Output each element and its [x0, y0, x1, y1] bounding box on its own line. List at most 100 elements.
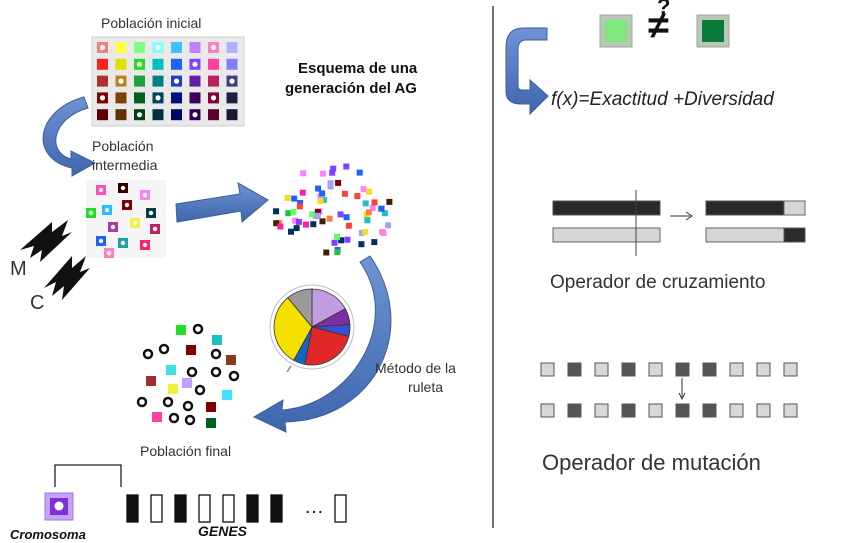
fitness-not-equal-sign: ≠ — [648, 5, 669, 47]
individual-marker — [155, 95, 161, 101]
population-individual — [386, 198, 393, 205]
population-individual — [171, 109, 182, 121]
mutation-gene — [540, 362, 555, 377]
population-individual — [284, 194, 291, 201]
population-individual — [97, 109, 108, 121]
individual-marker — [120, 185, 126, 191]
individual-marker — [110, 224, 116, 230]
crossover-letter: C — [30, 292, 45, 314]
population-individual — [358, 241, 365, 248]
population-individual — [136, 396, 148, 408]
mutation-arrow-head — [678, 392, 686, 401]
individual-marker — [142, 192, 148, 198]
population-individual — [365, 209, 372, 216]
population-individual — [380, 230, 387, 237]
population-individual — [319, 218, 326, 225]
gene — [174, 494, 187, 523]
crossover-operator-diagram — [552, 190, 806, 256]
mutation-gene — [648, 403, 663, 418]
population-individual — [152, 412, 162, 422]
individual-marker — [132, 220, 138, 226]
population-individual — [206, 418, 216, 428]
population-individual — [290, 208, 297, 215]
population-individual — [297, 200, 304, 206]
population-individual — [273, 208, 280, 215]
mutation-gene — [567, 403, 582, 418]
population-individual — [186, 345, 196, 355]
population-individual — [222, 390, 232, 400]
initial-population-label: Población inicial — [101, 15, 202, 31]
gene — [246, 494, 259, 523]
roulette-wheel — [269, 284, 355, 370]
individual-marker — [155, 44, 161, 51]
crossover-parent-1 — [552, 200, 661, 216]
population-individual — [319, 190, 326, 197]
population-individual — [97, 58, 108, 70]
mutation-gene — [621, 362, 636, 377]
population-individual — [334, 249, 341, 256]
population-individual — [343, 163, 350, 170]
population-individual — [330, 165, 337, 172]
population-individual — [285, 210, 292, 217]
initial-population-grid — [91, 36, 245, 127]
mutation-letter: M — [10, 258, 27, 280]
genes-ellipsis: … — [304, 496, 324, 518]
population-individual — [291, 195, 298, 202]
fitness-loop-arrow — [505, 27, 549, 116]
population-individual — [327, 180, 334, 187]
population-individual — [226, 58, 238, 70]
population-individual — [300, 170, 307, 177]
mutation-gene — [783, 362, 798, 377]
mutation-genes-before — [540, 362, 798, 377]
population-individual — [362, 228, 368, 235]
mutation-gene — [648, 362, 663, 377]
population-individual — [320, 170, 327, 177]
individual-marker — [88, 210, 94, 216]
mutation-gene — [621, 403, 636, 418]
population-individual — [142, 348, 154, 360]
population-individual — [371, 239, 378, 246]
population-individual — [182, 400, 194, 412]
individual-marker — [142, 242, 148, 248]
population-individual — [168, 412, 180, 424]
population-individual — [273, 220, 280, 227]
population-individual — [115, 92, 127, 104]
population-individual — [338, 237, 345, 244]
population-individual — [337, 211, 344, 218]
arrow-intermediate-to-scatter — [175, 182, 269, 224]
curved-arrow-initial-to-intermediate — [42, 96, 97, 177]
population-individual — [115, 58, 127, 70]
population-individual — [152, 58, 164, 70]
population-individual — [358, 229, 365, 236]
lightning-bolt-mutation — [20, 220, 72, 262]
population-individual — [292, 217, 299, 224]
individual-marker — [173, 78, 180, 84]
crossover-child-2-light — [705, 227, 785, 243]
population-individual — [162, 396, 174, 408]
final-population-label: Población final — [140, 443, 232, 459]
population-individual — [317, 198, 324, 205]
genes-label: GENES — [198, 523, 248, 539]
mutation-gene — [756, 362, 771, 377]
population-individual — [134, 75, 145, 87]
population-individual — [115, 109, 127, 121]
population-individual — [334, 233, 340, 240]
gene — [222, 494, 235, 523]
population-individual — [166, 365, 176, 375]
crossover-child-2-dark — [783, 227, 806, 243]
population-individual — [210, 348, 222, 360]
population-individual — [168, 384, 178, 394]
population-individual — [310, 221, 317, 228]
roulette-method-label-1: Método de la — [375, 360, 456, 376]
lightning-bolt-crossover — [44, 256, 90, 300]
crossover-child-1-light — [783, 200, 806, 216]
mutation-gene — [702, 362, 717, 377]
population-individual — [314, 212, 321, 219]
individual-marker — [99, 95, 106, 101]
final-population — [136, 323, 240, 428]
population-individual — [115, 42, 127, 53]
individual-marker — [136, 112, 143, 118]
population-individual — [212, 335, 222, 345]
population-individual — [277, 223, 284, 230]
individual-marker — [192, 61, 198, 67]
